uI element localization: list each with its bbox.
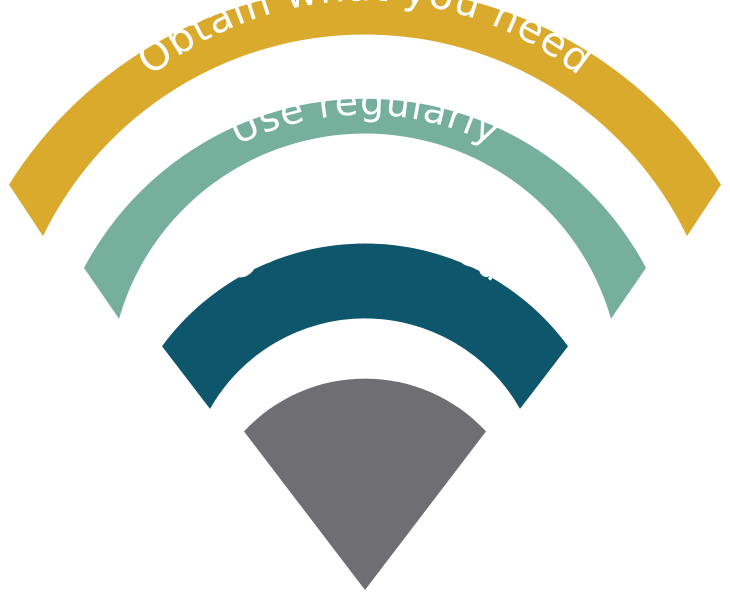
band-middle — [84, 98, 646, 319]
band-outer — [9, 0, 721, 237]
band-inner — [162, 243, 568, 409]
signal-core — [244, 378, 486, 590]
